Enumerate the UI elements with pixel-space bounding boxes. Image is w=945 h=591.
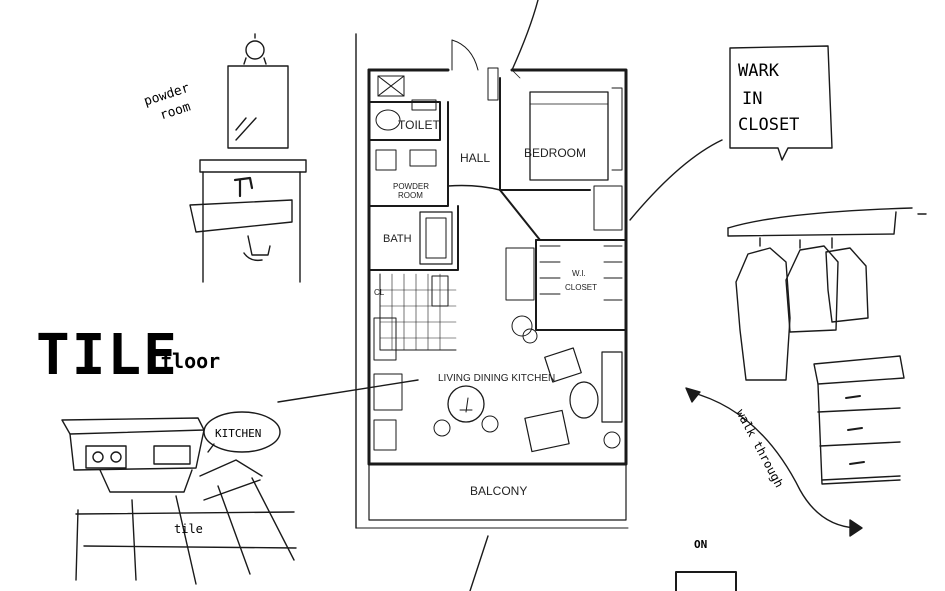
sink-basin — [189, 199, 293, 233]
room-label-wi-1: W.I. — [572, 269, 586, 278]
sweater-hanging — [825, 247, 869, 323]
room-label-bath: BATH — [383, 233, 412, 245]
room-label-toilet: TOILET — [398, 118, 440, 132]
bubble-text-line1: WARK — [738, 61, 780, 81]
bubble-text-line3: CLOSET — [738, 115, 799, 135]
pointer-line-top — [511, 0, 539, 71]
wark-in-closet-bubble — [729, 45, 833, 161]
pointer-line-kitchen — [277, 379, 419, 403]
room-label-cl: CL — [374, 288, 385, 297]
room-label-bedroom: BEDROOM — [524, 146, 586, 160]
room-label-ldk: LIVING DINING KITCHEN — [438, 373, 555, 384]
powder-room-sketch — [189, 33, 307, 283]
kitchen-tile-sketch — [61, 411, 297, 585]
tile-heading: TILE — [36, 323, 179, 388]
on-label: ON — [694, 538, 707, 551]
walk-through-label: walk through — [733, 407, 786, 490]
coat-hanging — [735, 247, 791, 381]
walk-through-arrow — [689, 391, 857, 529]
room-label-balcony: BALCONY — [470, 484, 527, 498]
tile-label: tile — [174, 522, 203, 536]
stove — [85, 445, 127, 469]
pointer-line-closet — [629, 139, 723, 221]
shirt-hanging — [785, 245, 839, 333]
floor-plan — [355, 33, 629, 529]
lamp-icon — [245, 40, 265, 60]
mirror — [227, 65, 289, 149]
kitchen-bubble — [203, 411, 281, 453]
room-label-powder-2: ROOM — [398, 191, 423, 200]
bubble-text-line2: IN — [742, 89, 762, 109]
kitchen-sink — [153, 445, 191, 465]
closet-sketch — [727, 207, 913, 485]
room-label-powder-1: POWDER — [393, 182, 429, 191]
room-label-hall: HALL — [460, 151, 490, 165]
pointer-line-bottom — [469, 535, 489, 591]
room-label-wi-2: CLOSET — [565, 283, 597, 292]
floor-heading: floor — [160, 349, 220, 373]
bottom-box — [675, 571, 737, 591]
kitchen-bubble-label: KITCHEN — [215, 427, 261, 440]
faucet-icon — [233, 176, 254, 198]
dining-table — [447, 385, 485, 423]
